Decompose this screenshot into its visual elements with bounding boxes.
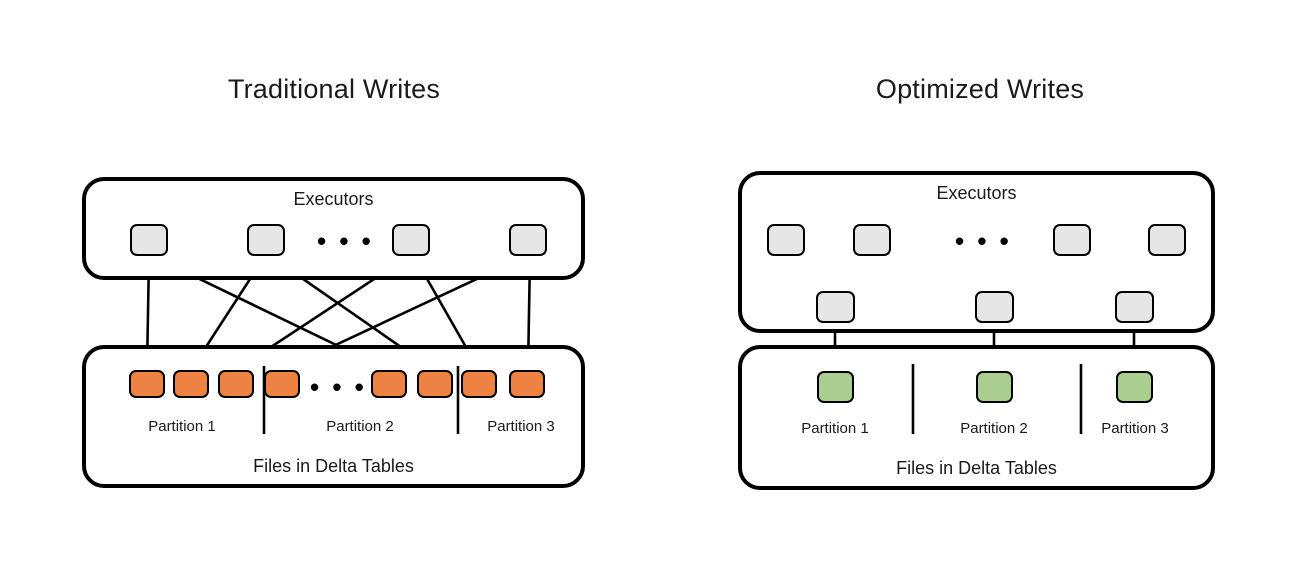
left-file-6[interactable] xyxy=(417,370,453,398)
right-executors-label: Executors xyxy=(936,183,1017,203)
left-partition-3-label: Partition 3 xyxy=(487,418,555,435)
left-executor-2[interactable] xyxy=(247,224,285,256)
page-title-traditional-writes: Traditional Writes xyxy=(227,74,441,104)
left-executor-4[interactable] xyxy=(509,224,547,256)
right-writer-2[interactable] xyxy=(975,291,1014,323)
right-writer-1[interactable] xyxy=(816,291,855,323)
left-executor-3[interactable] xyxy=(392,224,430,256)
right-partition-2-label: Partition 2 xyxy=(960,420,1028,437)
right-executor-1[interactable] xyxy=(767,224,805,256)
left-partition-2-label: Partition 2 xyxy=(326,418,394,435)
right-writer-3[interactable] xyxy=(1115,291,1154,323)
right-executor-3[interactable] xyxy=(1053,224,1091,256)
right-delta-label: Files in Delta Tables xyxy=(896,458,1057,478)
left-file-3[interactable] xyxy=(218,370,254,398)
left-file-2[interactable] xyxy=(173,370,209,398)
left-delta-label: Files in Delta Tables xyxy=(253,456,414,476)
left-file-1[interactable] xyxy=(129,370,165,398)
right-file-1[interactable] xyxy=(817,371,854,403)
left-file-7[interactable] xyxy=(461,370,497,398)
left-files-ellipsis: • • • xyxy=(310,372,367,402)
left-executors-label: Executors xyxy=(293,189,374,209)
left-executor-1[interactable] xyxy=(130,224,168,256)
left-file-8[interactable] xyxy=(509,370,545,398)
left-file-4[interactable] xyxy=(264,370,300,398)
left-executors-ellipsis: • • • xyxy=(317,226,374,256)
page-title-optimized-writes: Optimized Writes xyxy=(875,74,1085,104)
right-executors-ellipsis: • • • xyxy=(955,226,1012,256)
right-partition-3-label: Partition 3 xyxy=(1101,420,1169,437)
right-file-2[interactable] xyxy=(976,371,1013,403)
right-delta-container xyxy=(738,345,1215,490)
left-partition-1-label: Partition 1 xyxy=(148,418,216,435)
right-file-3[interactable] xyxy=(1116,371,1153,403)
left-file-5[interactable] xyxy=(371,370,407,398)
right-executor-4[interactable] xyxy=(1148,224,1186,256)
right-executor-2[interactable] xyxy=(853,224,891,256)
right-partition-1-label: Partition 1 xyxy=(801,420,869,437)
